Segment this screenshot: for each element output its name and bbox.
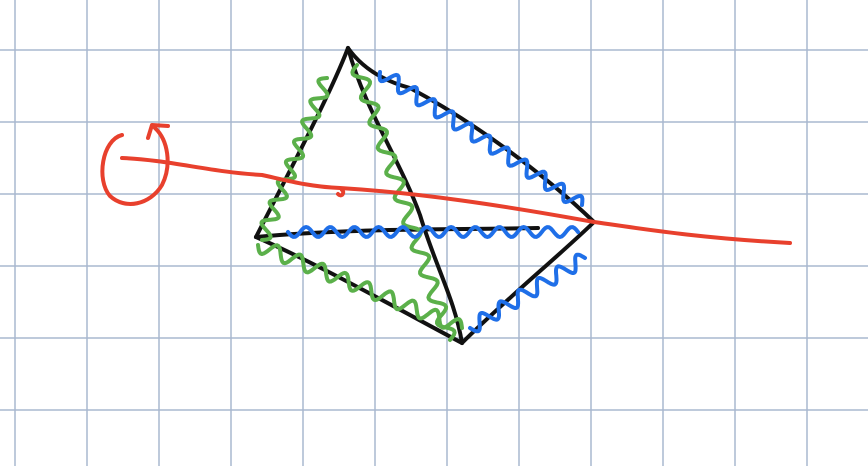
green-wave-left-edge [259,76,330,242]
green-wave-bottom-edge [256,243,464,330]
blue-wave-top-edge [377,70,585,207]
blue-wave-lower-right-edge [468,252,587,334]
edge-apex-bottom [346,46,464,345]
red-axis-line [120,156,792,245]
red-rotation-arrowhead [146,123,170,140]
red-small-mark [336,188,346,198]
red-rotation-axis [100,123,792,245]
edge-bottom-right [460,220,596,345]
edge-apex-left [254,46,350,239]
green-wave-inner-edge [350,63,457,342]
edge-apex-right [346,46,596,224]
red-rotation-loop [100,126,170,206]
blue-wave-middle-edge [286,225,580,239]
blue-wavy-lines [286,70,587,334]
green-wavy-lines [256,63,464,342]
